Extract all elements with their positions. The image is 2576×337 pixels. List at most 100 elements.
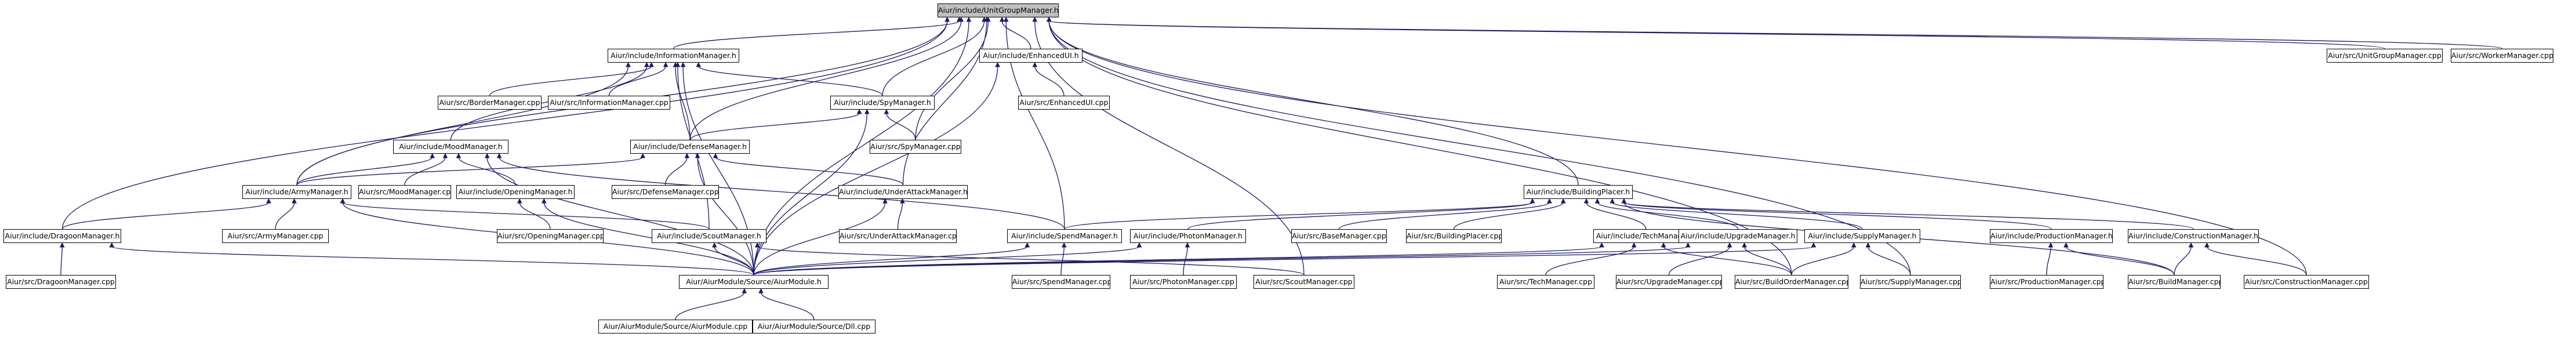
file-node-unitgroupmanager-cpp[interactable]: Aiur/src/UnitGroupManager.cpp bbox=[2327, 49, 2443, 63]
arrowhead bbox=[1560, 198, 1566, 204]
file-node-openingmanager-h[interactable]: Aiur/include/OpeningManager.h bbox=[456, 185, 575, 199]
edge-armymanager-h-to-informationmanager-h bbox=[296, 66, 629, 186]
arrowhead bbox=[958, 16, 964, 22]
file-node-techmanager-cpp[interactable]: Aiur/src/TechManager.cpp bbox=[1497, 275, 1594, 289]
file-node-spendmanager-cpp[interactable]: Aiur/src/SpendManager.cpp bbox=[1012, 275, 1110, 289]
arrowhead bbox=[742, 288, 747, 293]
file-node-bordermanager-cpp[interactable]: Aiur/src/BorderManager.cpp bbox=[438, 96, 542, 110]
edge-enhancedui-cpp-to-enhancedui-h bbox=[1034, 66, 1064, 96]
file-node-informationmanager-cpp[interactable]: Aiur/src/InformationManager.cpp bbox=[548, 96, 670, 110]
file-node-underattackmanager-h[interactable]: Aiur/include/UnderAttackManager.h bbox=[838, 185, 968, 199]
arrowhead bbox=[1727, 242, 1732, 248]
file-node-aiurmodule-h[interactable]: Aiur/AiurModule/Source/AiurModule.h bbox=[679, 275, 829, 289]
edge-supplymanager-cpp-to-supplymanager-h bbox=[1867, 246, 1911, 276]
edge-constructionmanager-cpp-to-constructionmanager-h bbox=[2206, 246, 2307, 276]
file-node-underattackmanager-cpp[interactable]: Aiur/src/UnderAttackManager.cpp bbox=[839, 229, 957, 243]
file-node-spymanager-h[interactable]: Aiur/include/SpyManager.h bbox=[830, 96, 935, 110]
arrowhead bbox=[754, 242, 760, 248]
edge-aiurmodule-h-to-photonmanager-h bbox=[753, 246, 1140, 276]
file-node-dll-cpp[interactable]: Aiur/AiurModule/Source/Dll.cpp bbox=[753, 320, 875, 334]
edge-aiurmodule-cpp-to-aiurmodule-h bbox=[675, 292, 745, 320]
edge-scoutmanager-h-to-armymanager-h bbox=[342, 202, 710, 230]
file-node-buildingplacer-cpp[interactable]: Aiur/src/BuildingPlacer.cpp bbox=[1406, 229, 1502, 243]
file-node-informationmanager-h[interactable]: Aiur/include/InformationManager.h bbox=[608, 49, 739, 63]
file-node-spymanager-cpp[interactable]: Aiur/src/SpyManager.cpp bbox=[870, 140, 961, 154]
file-node-constructionmanager-h[interactable]: Aiur/include/ConstructionManager.h bbox=[2128, 229, 2259, 243]
edge-productionmanager-cpp-to-productionmanager-h bbox=[2046, 246, 2051, 276]
file-node-aiurmodule-cpp[interactable]: Aiur/AiurModule/Source/AiurModule.cpp bbox=[598, 320, 753, 334]
file-node-spendmanager-h[interactable]: Aiur/include/SpendManager.h bbox=[1007, 229, 1122, 243]
file-node-supplymanager-h[interactable]: Aiur/include/SupplyManager.h bbox=[1804, 229, 1920, 243]
edge-buildmanager-cpp-to-productionmanager-h bbox=[2065, 246, 2175, 276]
edge-spendmanager-h-to-moodmanager-h bbox=[499, 157, 1065, 230]
edge-armymanager-h-to-defensemanager-h bbox=[296, 157, 644, 186]
edge-defensemanager-h-to-informationmanager-h bbox=[675, 66, 691, 140]
arrowhead bbox=[999, 16, 1005, 22]
file-node-upgrademanager-cpp[interactable]: Aiur/src/UpgradeManager.cpp bbox=[1616, 275, 1722, 289]
file-node-photonmanager-cpp[interactable]: Aiur/src/PhotonManager.cpp bbox=[1130, 275, 1237, 289]
edge-dragoonmanager-h-to-armymanager-h bbox=[61, 202, 270, 230]
file-node-dragoonmanager-h[interactable]: Aiur/include/DragoonManager.h bbox=[3, 229, 121, 243]
arrowhead bbox=[882, 198, 888, 204]
edge-productionmanager-h-to-buildingplacer-h bbox=[1623, 202, 2052, 230]
edge-defensemanager-cpp-to-defensemanager-h bbox=[664, 157, 688, 186]
edge-aiurmodule-h-to-spendmanager-h bbox=[753, 246, 1028, 276]
arrowhead bbox=[442, 153, 448, 158]
edge-buildingplacer-cpp-to-buildingplacer-h bbox=[1453, 202, 1564, 230]
arrowhead bbox=[1851, 242, 1856, 248]
file-node-buildordermanager-cpp[interactable]: Aiur/src/BuildOrderManager.cpp bbox=[1735, 275, 1848, 289]
edge-supplymanager-h-to-buildingplacer-h bbox=[1612, 202, 1863, 230]
arrowhead bbox=[2204, 242, 2210, 248]
arrowhead bbox=[1609, 198, 1615, 204]
file-node-productionmanager-cpp[interactable]: Aiur/src/ProductionManager.cpp bbox=[1990, 275, 2103, 289]
file-node-defensemanager-h[interactable]: Aiur/include/DefenseManager.h bbox=[630, 140, 750, 154]
arrowhead bbox=[1046, 16, 1052, 22]
file-node-armymanager-cpp[interactable]: Aiur/src/ArmyManager.cpp bbox=[222, 229, 329, 243]
arrowhead bbox=[864, 108, 870, 114]
file-node-buildmanager-cpp[interactable]: Aiur/src/BuildManager.cpp bbox=[2128, 275, 2221, 289]
file-node-photonmanager-h[interactable]: Aiur/include/PhotonManager.h bbox=[1130, 229, 1246, 243]
file-node-moodmanager-cpp[interactable]: Aiur/src/MoodManager.cpp bbox=[358, 185, 451, 199]
edge-buildmanager-cpp-to-constructionmanager-h bbox=[2174, 246, 2192, 276]
arrowhead bbox=[1865, 242, 1871, 248]
file-node-openingmanager-cpp[interactable]: Aiur/src/OpeningManager.cpp bbox=[497, 229, 604, 243]
file-node-buildingplacer-h[interactable]: Aiur/include/BuildingPlacer.h bbox=[1524, 185, 1633, 199]
file-node-workermanager-cpp[interactable]: Aiur/src/WorkerManager.cpp bbox=[2451, 49, 2553, 63]
file-node-defensemanager-cpp[interactable]: Aiur/src/DefenseManager.cpp bbox=[612, 185, 719, 199]
file-node-armymanager-h[interactable]: Aiur/include/ArmyManager.h bbox=[242, 185, 351, 199]
edge-aiurmodule-h-to-moodmanager-h bbox=[486, 157, 754, 276]
file-node-productionmanager-h[interactable]: Aiur/include/ProductionManager.h bbox=[1990, 229, 2113, 243]
edge-photonmanager-h-to-buildingplacer-h bbox=[1187, 202, 1533, 230]
edge-basemanager-cpp-to-buildingplacer-h bbox=[1338, 202, 1550, 230]
edge-scoutmanager-cpp-to-scoutmanager-h bbox=[757, 246, 1305, 276]
edge-bordermanager-cpp-to-informationmanager-h bbox=[489, 66, 652, 96]
arrowhead bbox=[484, 153, 490, 158]
edge-spymanager-cpp-to-unitgroupmanager-h bbox=[915, 20, 989, 140]
file-node-constructionmanager-cpp[interactable]: Aiur/src/ConstructionManager.cpp bbox=[2244, 275, 2369, 289]
arrowhead bbox=[644, 61, 649, 67]
arrowhead bbox=[59, 242, 65, 248]
arrowhead bbox=[456, 153, 462, 158]
file-node-upgrademanager-h[interactable]: Aiur/include/UpgradeManager.h bbox=[1678, 229, 1797, 243]
file-node-scoutmanager-cpp[interactable]: Aiur/src/ScoutManager.cpp bbox=[1254, 275, 1354, 289]
file-node-enhancedui-cpp[interactable]: Aiur/src/EnhancedUI.cpp bbox=[1018, 96, 1110, 110]
arrowhead bbox=[1547, 198, 1552, 204]
arrowhead bbox=[626, 61, 631, 67]
file-node-dragoonmanager-cpp[interactable]: Aiur/src/DragoonManager.cpp bbox=[6, 275, 116, 289]
arrowhead bbox=[1742, 242, 1747, 248]
edge-spymanager-cpp-to-spymanager-h bbox=[886, 113, 916, 140]
arrowhead bbox=[640, 153, 645, 158]
file-node-supplymanager-cpp[interactable]: Aiur/src/SupplyManager.cpp bbox=[1860, 275, 1961, 289]
file-node-unitgroupmanager-h[interactable]: Aiur/include/UnitGroupManager.h bbox=[938, 3, 1059, 17]
edge-spendmanager-h-to-buildingplacer-h bbox=[1064, 202, 1533, 230]
arrowhead bbox=[663, 61, 668, 67]
file-node-moodmanager-h[interactable]: Aiur/include/MoodManager.h bbox=[393, 140, 508, 154]
edge-unitgroupmanager-cpp-to-unitgroupmanager-h bbox=[1048, 20, 2385, 49]
arrowhead bbox=[1631, 242, 1637, 248]
file-node-scoutmanager-h[interactable]: Aiur/include/ScoutManager.h bbox=[652, 229, 766, 243]
file-node-basemanager-cpp[interactable]: Aiur/src/BaseManager.cpp bbox=[1291, 229, 1387, 243]
file-node-enhancedui-h[interactable]: Aiur/include/EnhancedUI.h bbox=[979, 49, 1082, 63]
edge-buildordermanager-cpp-to-supplymanager-h bbox=[1791, 246, 1855, 276]
edge-buildordermanager-cpp-to-techmanager-h bbox=[1663, 246, 1792, 276]
arrowhead bbox=[1024, 242, 1030, 248]
